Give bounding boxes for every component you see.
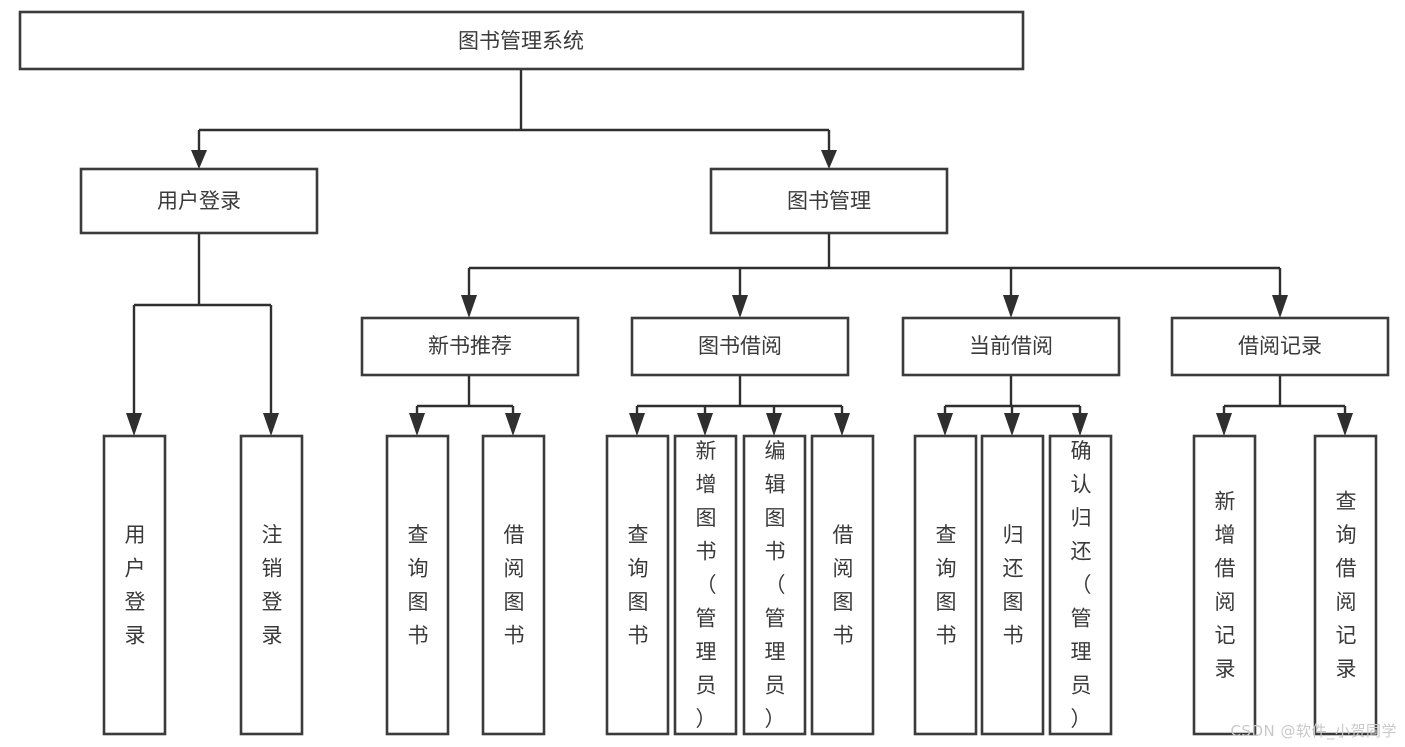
- node-book-borrow-label: 图书借阅: [698, 334, 782, 358]
- csdn-watermark: CSDN @软件_小贺同学: [1230, 722, 1397, 740]
- node-book-manage-label: 图书管理: [787, 189, 871, 213]
- leaf-query-book-2-label: 查询图书: [628, 523, 649, 648]
- node-borrow-record[interactable]: 借阅记录: [1170, 316, 1390, 377]
- leaf-add-book-label: 新增图书（管理员）: [696, 439, 717, 731]
- node-user-login-label: 用户登录: [157, 189, 241, 213]
- arrow-head-leaf-query-record: [1337, 413, 1353, 436]
- arrow-head-leaf-borrow-book-1: [505, 413, 521, 436]
- leaf-borrow-book-2-box[interactable]: [810, 434, 875, 736]
- node-book-borrow[interactable]: 图书借阅: [630, 316, 850, 377]
- arrow-head-current-borrow: [1003, 295, 1019, 318]
- leaf-add-record-label: 新增借阅记录: [1215, 490, 1236, 682]
- leaf-borrow-book-1-label: 借阅图书: [504, 523, 525, 648]
- node-root[interactable]: 图书管理系统: [18, 10, 1025, 71]
- arrow-head-leaf-return-book: [1004, 413, 1020, 436]
- leaf-query-record-box[interactable]: [1313, 434, 1378, 736]
- leaf-confirm-return[interactable]: [1048, 434, 1113, 736]
- arrow-head-leaf-query-book-3: [937, 413, 953, 436]
- leaf-user-login-box[interactable]: [102, 434, 167, 736]
- leaf-borrow-book-1-box[interactable]: [481, 434, 546, 736]
- leaf-user-logout[interactable]: [239, 434, 304, 736]
- arrow-head-leaf-confirm-return: [1072, 413, 1088, 436]
- leaf-add-record[interactable]: [1192, 434, 1257, 736]
- node-user-login-box[interactable]: [79, 167, 319, 235]
- leaf-query-book-1[interactable]: [385, 434, 450, 736]
- node-root-label: 图书管理系统: [458, 29, 584, 53]
- node-book-borrow-box[interactable]: [630, 316, 850, 377]
- leaf-add-book-box[interactable]: [673, 434, 738, 736]
- leaf-borrow-book-2-label: 借阅图书: [833, 523, 854, 648]
- arrow-head-leaf-user-logout: [263, 413, 279, 436]
- node-new-book-recommend-box[interactable]: [360, 316, 580, 377]
- leaf-return-book-box[interactable]: [980, 434, 1045, 736]
- leaf-query-record-label: 查询借阅记录: [1336, 490, 1357, 682]
- node-current-borrow-label: 当前借阅: [969, 334, 1053, 358]
- connector-layer: [126, 69, 1353, 436]
- leaf-query-book-2-box[interactable]: [605, 434, 670, 736]
- leaf-edit-book-label: 编辑图书（管理员）: [765, 439, 786, 731]
- arrow-head-leaf-add-book: [697, 413, 713, 436]
- arrow-head-leaf-query-book-1: [409, 413, 425, 436]
- leaf-borrow-book-1[interactable]: [481, 434, 546, 736]
- leaf-edit-book[interactable]: [742, 434, 807, 736]
- node-new-book-recommend-label: 新书推荐: [428, 334, 512, 358]
- leaf-edit-book-box[interactable]: [742, 434, 807, 736]
- leaf-user-login[interactable]: [102, 434, 167, 736]
- arrow-head-leaf-user-login: [126, 413, 142, 436]
- leaf-return-book[interactable]: [980, 434, 1045, 736]
- leaf-confirm-return-box[interactable]: [1048, 434, 1113, 736]
- node-book-manage-box[interactable]: [709, 167, 949, 235]
- leaf-query-book-1-box[interactable]: [385, 434, 450, 736]
- leaf-add-record-box[interactable]: [1192, 434, 1257, 736]
- arrow-head-user-login: [191, 150, 207, 169]
- leaf-query-record[interactable]: [1313, 434, 1378, 736]
- leaf-return-book-label: 归还图书: [1003, 523, 1024, 648]
- node-current-borrow[interactable]: 当前借阅: [901, 316, 1121, 377]
- arrow-head-book-manage: [821, 150, 837, 169]
- leaf-query-book-3-box[interactable]: [913, 434, 978, 736]
- leaf-query-book-1-label: 查询图书: [408, 523, 429, 648]
- arrow-head-leaf-edit-book: [766, 413, 782, 436]
- leaf-labels-layer: 用户登录 注销登录 查询图书 借阅图书 查询图书 新增图书（管理员） 编辑图书（…: [125, 439, 1357, 731]
- node-book-manage[interactable]: 图书管理: [709, 167, 949, 235]
- leaf-user-login-label: 用户登录: [125, 523, 146, 648]
- leaf-query-book-2[interactable]: [605, 434, 670, 736]
- leaf-query-book-3[interactable]: [913, 434, 978, 736]
- leaf-borrow-book-2[interactable]: [810, 434, 875, 736]
- node-current-borrow-box[interactable]: [901, 316, 1121, 377]
- leaf-query-book-3-label: 查询图书: [936, 523, 957, 648]
- arrow-head-leaf-borrow-book-2: [834, 413, 850, 436]
- arrow-head-borrow-record: [1272, 295, 1288, 318]
- node-user-login[interactable]: 用户登录: [79, 167, 319, 235]
- arrow-head-new-book-recommend: [461, 295, 477, 318]
- arrow-head-leaf-add-record: [1216, 413, 1232, 436]
- arrow-head-book-borrow: [732, 295, 748, 318]
- leaf-user-logout-label: 注销登录: [262, 523, 283, 648]
- node-new-book-recommend[interactable]: 新书推荐: [360, 316, 580, 377]
- node-borrow-record-label: 借阅记录: [1238, 334, 1322, 358]
- node-root-box[interactable]: [18, 10, 1025, 71]
- leaf-confirm-return-label: 确认归还（管理员）: [1071, 439, 1092, 731]
- node-borrow-record-box[interactable]: [1170, 316, 1390, 377]
- leaf-user-logout-box[interactable]: [239, 434, 304, 736]
- leaf-add-book[interactable]: [673, 434, 738, 736]
- arrow-head-leaf-query-book-2: [629, 413, 645, 436]
